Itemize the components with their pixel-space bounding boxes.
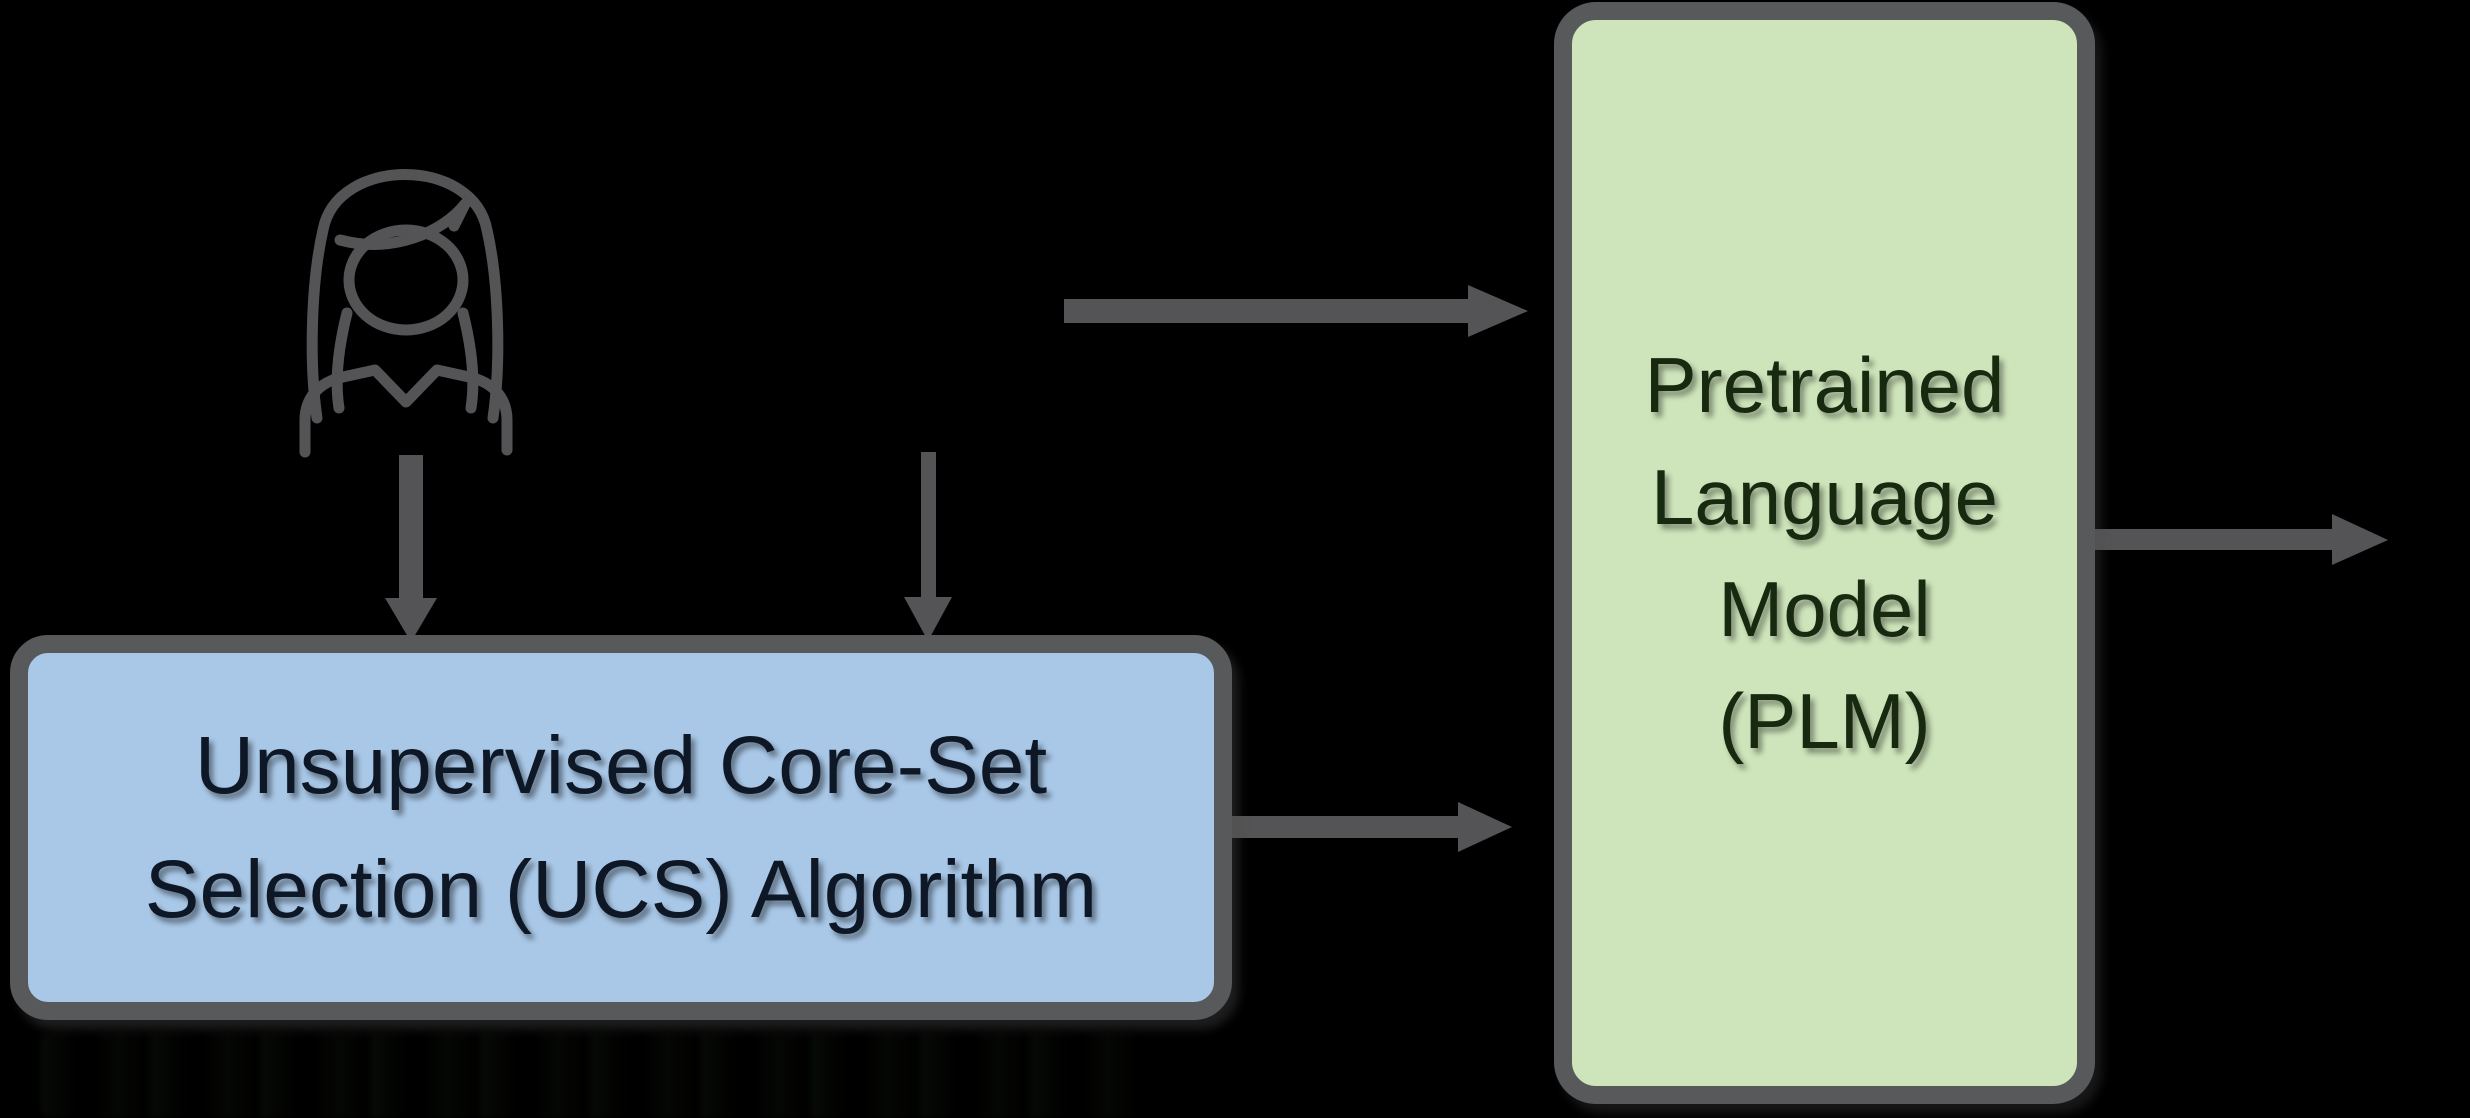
ucs-label-line-1: Unsupervised Core-Set [194, 719, 1048, 811]
cropped-caption-remnant [40, 1032, 1140, 1118]
arrow-person-to-ucs [385, 455, 437, 642]
plm-node: Pretrained Language Model (PLM) [1554, 2, 2095, 1104]
arrow-input-to-plm [1064, 285, 1528, 337]
arrow-input-to-ucs [904, 452, 952, 641]
ucs-label-line-2: Selection (UCS) Algorithm [144, 843, 1098, 935]
plm-label-line-1: Pretrained [1644, 341, 2005, 429]
person-icon [299, 169, 513, 458]
plm-label-line-4: (PLM) [1718, 677, 1931, 765]
plm-label-line-3: Model [1718, 565, 1931, 653]
plm-label-line-2: Language [1650, 453, 1999, 541]
arrow-plm-output [2090, 514, 2388, 565]
arrow-ucs-to-plm [1230, 802, 1512, 852]
ucs-algorithm-node: Unsupervised Core-Set Selection (UCS) Al… [10, 635, 1232, 1020]
